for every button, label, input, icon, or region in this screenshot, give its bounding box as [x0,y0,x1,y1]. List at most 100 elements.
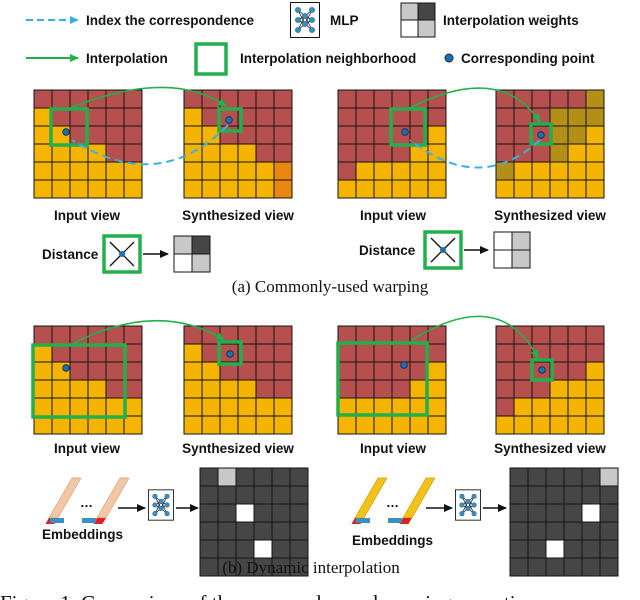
synthesized-view-label: Synthesized view [494,441,606,456]
synthesized-view-label: Synthesized view [494,208,606,223]
grid-cell [199,521,219,541]
grid-cell [217,467,237,487]
grid-cell [585,361,605,381]
grid-cell [337,343,357,363]
grid-cell [509,539,529,559]
grid-cell [509,521,529,541]
grid-cell [567,361,587,381]
grid-cell [33,89,53,109]
grid-cell [255,179,275,199]
grid-cell [391,161,411,181]
embeddings-label: Embeddings [42,527,123,542]
grid-cell [337,415,357,435]
grid-cell [273,415,293,435]
grid-cell [509,503,529,523]
grid-cell [563,539,583,559]
grid-cell [289,467,309,487]
grid-cell [513,343,533,363]
corresponding-point [62,128,70,136]
grid-cell [527,539,547,559]
grid-cell [527,521,547,541]
grid-cell [51,89,71,109]
grid-cell [409,415,429,435]
grid-cell [237,179,257,199]
grid-cell [219,89,239,109]
grid-cell [585,397,605,417]
grid-cell [549,397,569,417]
grid-cell [273,361,293,381]
grid-cell [495,107,515,127]
grid-cell [563,557,583,577]
grid-cell [585,107,605,127]
corresponding-point [537,131,545,139]
grid-cell [549,161,569,181]
grid-cell [183,397,203,417]
grid-cell [585,379,605,399]
grid-cell [235,539,255,559]
grid-cell [373,89,393,109]
grid-cell [531,415,551,435]
synthesized-view-grid [495,89,605,199]
grid-cell [513,397,533,417]
grid-cell [237,415,257,435]
grid-cell [87,361,107,381]
grid-cell [531,89,551,109]
grid-cell [217,485,237,505]
grid-cell [581,521,601,541]
grid-cell [87,379,107,399]
grid-cell [495,143,515,163]
grid-cell [427,107,447,127]
grid-cell [549,179,569,199]
grid-cell [513,325,533,345]
grid-cell [183,107,203,127]
grid-cell [355,125,375,145]
grid-cell [563,467,583,487]
grid-cell [87,179,107,199]
grid-cell [427,397,447,417]
grid-cell [105,107,125,127]
interpolation-neighborhood [529,122,553,146]
grid-cell [581,503,601,523]
grid-cell [581,467,601,487]
grid-cell [69,397,89,417]
grid-cell [33,325,53,345]
grid-cell [87,125,107,145]
interpolation-neighborhood [336,341,429,417]
grid-cell [255,379,275,399]
grid-cell [567,107,587,127]
grid-cell [183,125,203,145]
grid-cell [427,361,447,381]
grid-cell [199,539,219,559]
grid-cell [183,343,203,363]
panel-a: Input view Synthesized view Input view S… [33,86,606,296]
legend-point-label: Corresponding point [461,51,595,66]
synthesized-view-grid [183,89,293,199]
grid-cell [513,143,533,163]
grid-cell [549,143,569,163]
interpolation-neighborhood [389,107,427,147]
grid-cell [585,125,605,145]
grid-cell [567,397,587,417]
grid-cell [87,107,107,127]
grid-cell [273,161,293,181]
grid-cell [123,107,143,127]
grid-cell [337,179,357,199]
grid-cell [271,467,291,487]
grid-cell [237,161,257,181]
grid-cell [183,179,203,199]
corresponding-point [62,364,70,372]
embeddings-icon: … [351,477,436,524]
grid-cell [105,125,125,145]
grid-cell [527,503,547,523]
grid-cell [255,325,275,345]
grid-cell [585,343,605,363]
grid-cell [273,125,293,145]
interpolation-weights-grid [509,467,619,577]
grid-cell [567,415,587,435]
grid-cell [219,379,239,399]
grid-cell [273,325,293,345]
legend-weights-icon [400,2,436,38]
svg-text:…: … [386,495,399,510]
mlp-icon [455,489,481,521]
